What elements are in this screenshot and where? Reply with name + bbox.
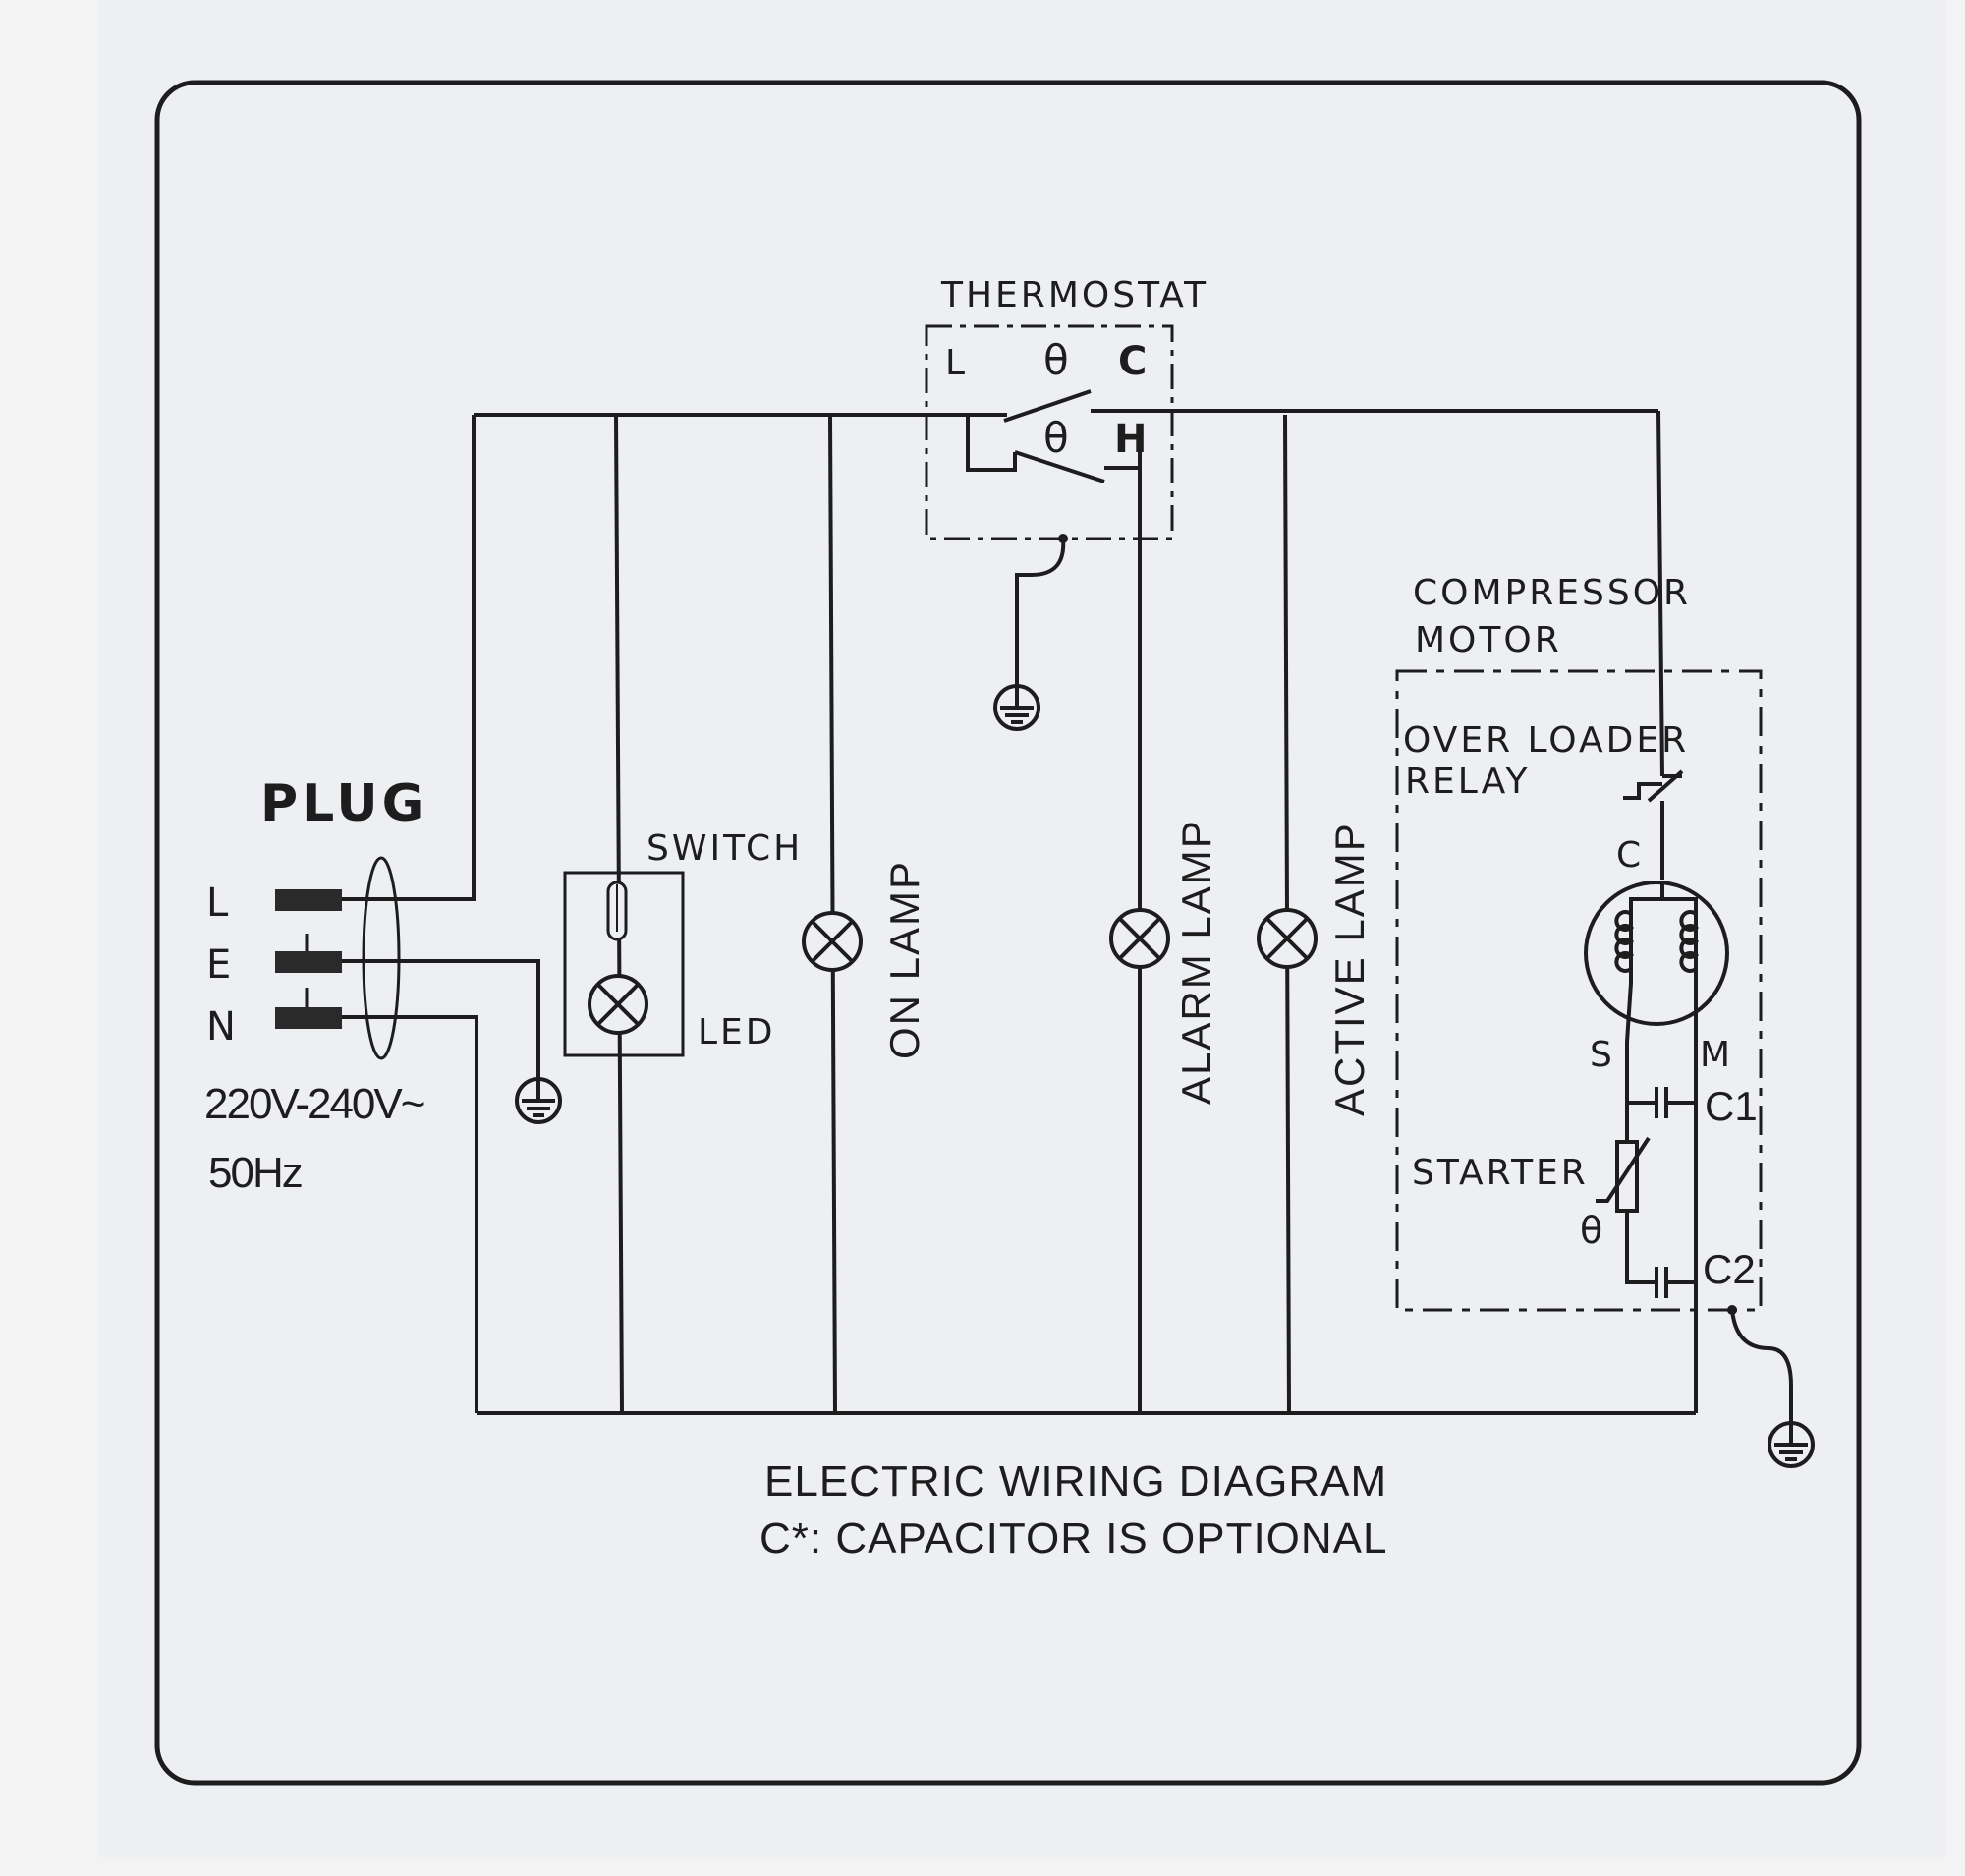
thermistor-icon xyxy=(1596,1103,1651,1279)
plug-pin-n-label: N xyxy=(206,1004,236,1050)
compressor-terminal-c: C xyxy=(1616,835,1644,876)
relay-label-line2: RELAY xyxy=(1405,762,1530,802)
led-label: LED xyxy=(698,1012,776,1052)
overload-relay-icon xyxy=(1623,769,1684,880)
thermostat-terminal-c: C xyxy=(1118,339,1147,384)
thermostat: THERMOSTAT L θ C θ H xyxy=(925,275,1208,540)
plug: PLUG L E N 220V-240V~ 50Hz xyxy=(204,774,427,1197)
diagram-frame xyxy=(154,80,1862,1786)
caption-title: ELECTRIC WIRING DIAGRAM xyxy=(764,1457,1387,1506)
plug-pin-l-label: L xyxy=(206,881,229,926)
ground-icon xyxy=(993,684,1040,731)
compressor-terminal-m: M xyxy=(1700,1035,1733,1075)
on-lamp-label: ON LAMP xyxy=(881,860,927,1059)
compressor-title-line1: COMPRESSOR xyxy=(1413,573,1691,613)
lamp-icon xyxy=(1109,908,1170,969)
thermostat-theta-upper: θ xyxy=(1043,336,1069,384)
thermostat-title: THERMOSTAT xyxy=(940,275,1208,315)
lamp-icon xyxy=(1257,908,1318,969)
plug-pin-icon xyxy=(275,889,342,911)
plug-pin-icon xyxy=(275,1007,342,1029)
plug-title: PLUG xyxy=(260,774,427,833)
thermostat-terminal-l: L xyxy=(945,343,968,383)
caption-note: C*: CAPACITOR IS OPTIONAL xyxy=(759,1514,1388,1563)
compressor-terminal-s: S xyxy=(1590,1035,1615,1075)
cable-sheath xyxy=(362,856,401,1060)
plug-voltage: 220V-240V~ xyxy=(204,1080,424,1128)
lamp-icon xyxy=(802,911,863,972)
capacitor-icon xyxy=(1625,1052,1698,1298)
plug-pin-icon xyxy=(275,951,342,973)
capacitor-c2-label: C2 xyxy=(1703,1246,1756,1292)
alarm-lamp-label: ALARM LAMP xyxy=(1173,819,1219,1105)
motor-coil-icon xyxy=(1584,881,1729,1052)
thermostat-terminal-h: H xyxy=(1114,417,1147,462)
ground-icon xyxy=(515,1077,562,1124)
switch-label: SWITCH xyxy=(646,828,803,869)
thermostat-theta-lower: θ xyxy=(1043,414,1069,462)
relay-label-line1: OVER LOADER xyxy=(1403,720,1689,761)
plug-pin-e-label: E xyxy=(206,942,231,988)
compressor-motor: COMPRESSOR MOTOR OVER LOADER RELAY C S M xyxy=(1395,573,1763,1312)
starter-theta: θ xyxy=(1580,1209,1602,1252)
plug-frequency: 50Hz xyxy=(208,1149,302,1197)
starter-label: STARTER xyxy=(1412,1153,1589,1193)
lamp-icon xyxy=(588,974,648,1035)
capacitor-c1-label: C1 xyxy=(1705,1083,1758,1129)
ground-icon xyxy=(1768,1421,1815,1468)
compressor-title-line2: MOTOR xyxy=(1415,620,1562,660)
paper-sheet xyxy=(98,0,1945,1857)
active-lamp-label: ACTIVE LAMP xyxy=(1326,822,1373,1116)
switch-unit: SWITCH LED xyxy=(563,828,803,1057)
